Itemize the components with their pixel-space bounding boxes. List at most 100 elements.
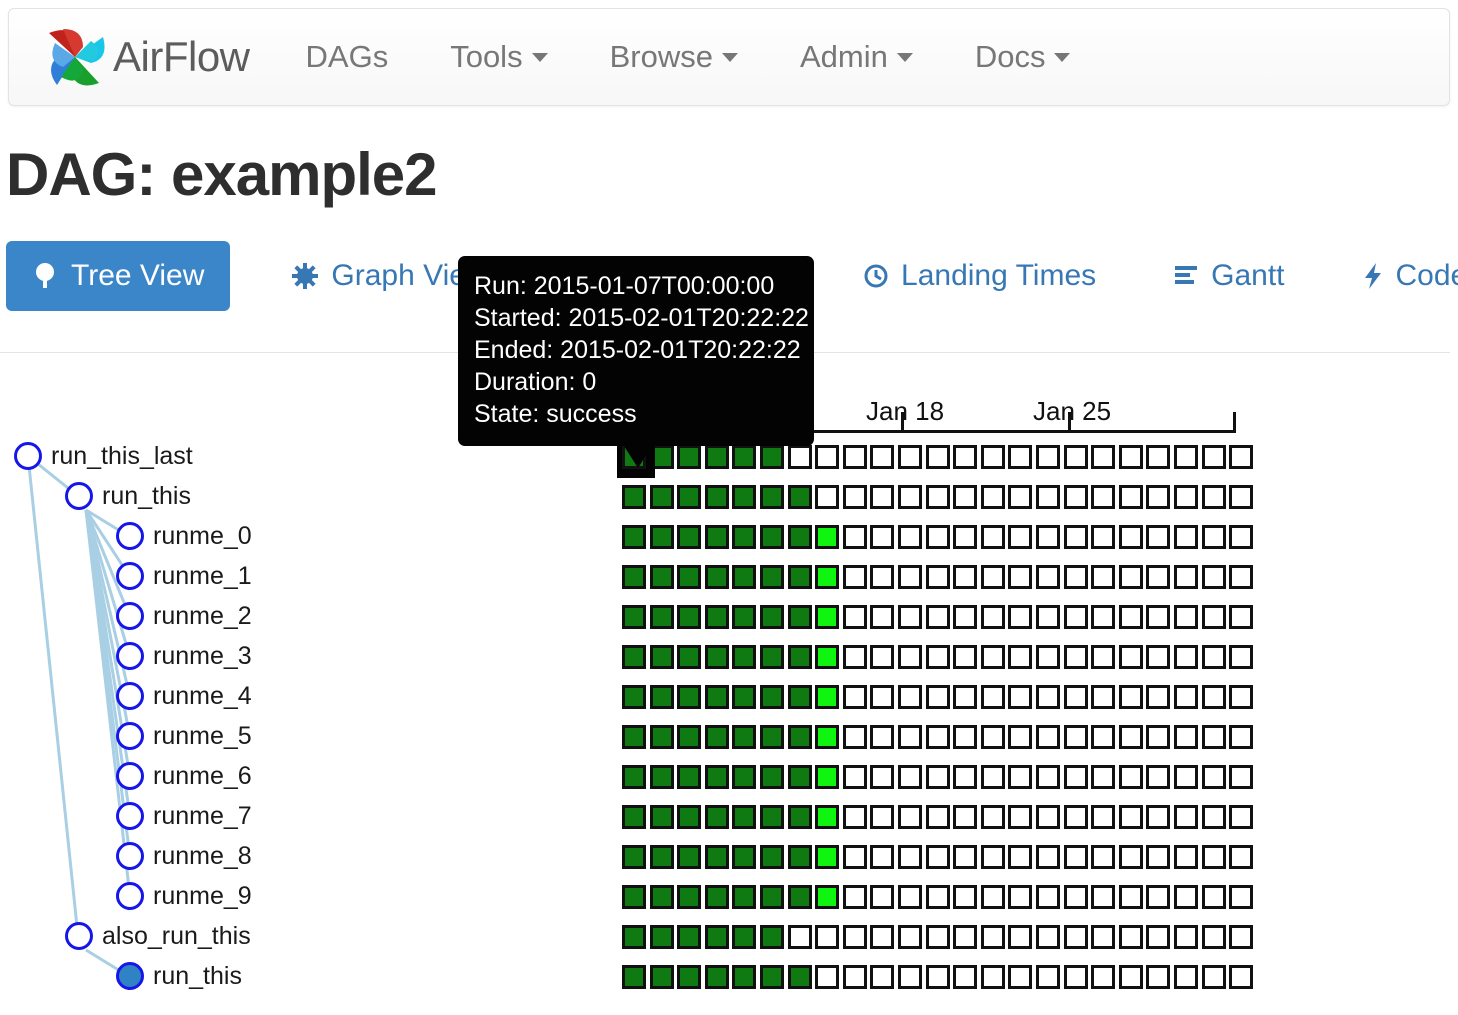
run-cell[interactable] (898, 885, 922, 909)
run-cell[interactable] (787, 765, 812, 789)
run-cell[interactable] (760, 725, 784, 749)
run-cell[interactable] (925, 805, 950, 829)
run-cell[interactable] (980, 445, 1005, 469)
run-cell[interactable] (1008, 885, 1033, 909)
run-cell[interactable] (1036, 885, 1060, 909)
tree-node-toggle-circle[interactable] (116, 602, 144, 630)
run-cell[interactable] (732, 765, 757, 789)
run-cell[interactable] (1146, 725, 1171, 749)
run-cell[interactable] (677, 605, 702, 629)
run-cell[interactable] (787, 725, 812, 749)
run-cell[interactable] (1063, 885, 1088, 909)
run-cell[interactable] (1146, 885, 1171, 909)
run-cell[interactable] (870, 925, 895, 949)
run-cell[interactable] (898, 565, 922, 589)
run-cell[interactable] (842, 565, 867, 589)
run-cell[interactable] (732, 885, 757, 909)
run-cell[interactable] (1201, 845, 1226, 869)
run-cell[interactable] (1008, 645, 1033, 669)
run-cell[interactable] (622, 725, 646, 749)
run-cell[interactable] (1229, 445, 1254, 469)
run-cell[interactable] (1091, 485, 1116, 509)
run-cell[interactable] (1118, 565, 1143, 589)
run-cell[interactable] (760, 845, 784, 869)
run-cell[interactable] (1229, 965, 1254, 989)
run-cell[interactable] (760, 565, 784, 589)
run-cell[interactable] (1091, 965, 1116, 989)
run-cell[interactable] (1118, 685, 1143, 709)
run-cell[interactable] (1036, 485, 1060, 509)
run-cell[interactable] (704, 565, 729, 589)
run-cell[interactable] (1091, 605, 1116, 629)
run-cell[interactable] (870, 445, 895, 469)
run-cell[interactable] (1063, 965, 1088, 989)
run-cell[interactable] (649, 685, 674, 709)
run-cell[interactable] (1146, 965, 1171, 989)
run-cell[interactable] (1008, 965, 1033, 989)
run-cell[interactable] (649, 645, 674, 669)
run-cell[interactable] (815, 445, 840, 469)
tree-node-toggle-circle[interactable] (116, 762, 144, 790)
run-cell[interactable] (1229, 885, 1254, 909)
run-cell[interactable] (980, 725, 1005, 749)
run-cell[interactable] (925, 525, 950, 549)
run-cell[interactable] (1036, 805, 1060, 829)
run-cell[interactable] (649, 725, 674, 749)
run-cell[interactable] (1201, 645, 1226, 669)
tab-gantt[interactable]: Gantt (1158, 241, 1300, 311)
run-cell[interactable] (815, 805, 840, 829)
run-cell[interactable] (898, 765, 922, 789)
tree-node-runme_8[interactable]: runme_8 (116, 839, 252, 873)
run-cell[interactable] (760, 885, 784, 909)
run-cell[interactable] (1118, 525, 1143, 549)
run-cell[interactable] (1063, 765, 1088, 789)
tab-tree-view[interactable]: Tree View (6, 241, 231, 311)
run-cell[interactable] (815, 605, 840, 629)
run-cell[interactable] (1229, 605, 1254, 629)
run-cell[interactable] (622, 965, 646, 989)
run-cell[interactable] (622, 525, 646, 549)
run-cell[interactable] (704, 965, 729, 989)
run-cell[interactable] (898, 605, 922, 629)
tree-node-runme_2[interactable]: runme_2 (116, 599, 252, 633)
run-cell[interactable] (1118, 725, 1143, 749)
run-cell[interactable] (898, 645, 922, 669)
run-cell[interactable] (732, 645, 757, 669)
run-cell[interactable] (898, 685, 922, 709)
run-cell[interactable] (1036, 565, 1060, 589)
run-cell[interactable] (1063, 805, 1088, 829)
run-cell[interactable] (815, 485, 840, 509)
run-cell[interactable] (760, 805, 784, 829)
run-cell[interactable] (760, 685, 784, 709)
tree-node-runme_5[interactable]: runme_5 (116, 719, 252, 753)
tree-node-runme_6[interactable]: runme_6 (116, 759, 252, 793)
run-cell[interactable] (898, 725, 922, 749)
run-cell[interactable] (815, 565, 840, 589)
tree-node-toggle-circle[interactable] (116, 682, 144, 710)
run-cell[interactable] (953, 645, 978, 669)
run-cell[interactable] (787, 525, 812, 549)
run-cell[interactable] (1036, 685, 1060, 709)
run-cell[interactable] (622, 605, 646, 629)
run-cell[interactable] (1146, 765, 1171, 789)
run-cell[interactable] (704, 805, 729, 829)
run-cell[interactable] (649, 845, 674, 869)
run-cell[interactable] (953, 805, 978, 829)
run-cell[interactable] (1174, 765, 1198, 789)
run-cell[interactable] (1118, 645, 1143, 669)
run-cell[interactable] (815, 685, 840, 709)
run-cell[interactable] (622, 485, 646, 509)
run-cell[interactable] (925, 725, 950, 749)
run-cell[interactable] (1091, 565, 1116, 589)
run-cell[interactable] (677, 805, 702, 829)
run-cell[interactable] (1174, 525, 1198, 549)
run-cell[interactable] (870, 565, 895, 589)
run-cell[interactable] (1174, 485, 1198, 509)
run-cell[interactable] (1091, 445, 1116, 469)
run-cell[interactable] (1063, 925, 1088, 949)
run-cell[interactable] (842, 965, 867, 989)
run-cell[interactable] (1201, 605, 1226, 629)
run-cell[interactable] (815, 965, 840, 989)
run-cell[interactable] (925, 645, 950, 669)
run-cell[interactable] (1201, 725, 1226, 749)
